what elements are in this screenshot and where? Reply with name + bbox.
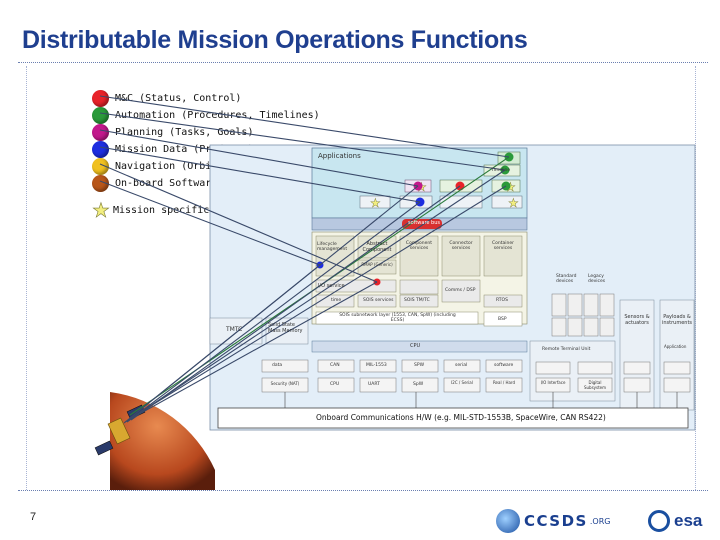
row1-cell: data <box>272 363 283 368</box>
row1-cell: SPW <box>414 363 425 368</box>
component-services-label: Component services <box>405 241 433 251</box>
row2-cell: Real / Hard <box>492 380 516 385</box>
row2-cell: CPU <box>330 382 340 387</box>
page-number: 7 <box>30 511 37 523</box>
yellow-circle-icon <box>92 157 109 175</box>
row2-cell: Digital Subsystem <box>583 380 607 390</box>
legend-item-mc: M&C (Status, Control) <box>92 89 242 107</box>
legend-label: M&C (Status, Control) <box>115 92 242 104</box>
tmtc-label: TMTC <box>226 326 243 333</box>
esa-ring-icon <box>648 510 670 532</box>
star-icon: ★ <box>92 198 111 222</box>
sois-services-label: SOIS services <box>363 298 394 303</box>
application-ctrl-label: Application <box>664 344 687 349</box>
esa-wordmark: esa <box>674 511 703 530</box>
sois-tmtc-label: SOIS TM/TC <box>404 298 430 303</box>
ccsds-globe-icon <box>496 509 520 533</box>
legend-item-automation: Automation (Procedures, Timelines) <box>92 106 320 124</box>
legend-label: Automation (Procedures, Timelines) <box>115 109 320 121</box>
legend-item-mission-data: Mission Data (Products) <box>92 140 254 158</box>
time-label: time <box>331 298 342 303</box>
slide-frame <box>26 66 696 490</box>
abstract-component-label: Abstract Component <box>362 241 392 253</box>
row2-cell: UART <box>368 382 380 387</box>
cpu-label: CPU <box>410 343 421 349</box>
legend-label: Navigation (Orbit, Attitude) <box>115 160 284 172</box>
esa-logo: esa <box>648 509 702 533</box>
row1-cell: MIL-1553 <box>366 363 387 368</box>
legend-item-onboard-software: On-board Software <box>92 174 218 192</box>
sensors-label: Sensors & actuators <box>624 314 650 326</box>
legend-label: Planning (Tasks, Goals) <box>115 126 254 138</box>
row2-cell: Security (NAT) <box>270 381 300 386</box>
ccsds-wordmark: CCSDS <box>524 512 588 530</box>
row2-cell: I2C / Serial <box>451 380 473 385</box>
applications-label: Applications <box>318 152 361 160</box>
ccsds-org-suffix: .ORG <box>589 516 611 526</box>
payloads-label: Payloads & instruments <box>661 314 693 326</box>
legend-item-navigation: Navigation (Orbit, Attitude) <box>92 157 284 175</box>
standard-devices-label: Standard devices <box>556 274 577 284</box>
row1-cell: CAN <box>330 363 340 368</box>
rmap-label: RMAP (Generic) <box>361 262 393 267</box>
brown-circle-icon <box>92 174 109 192</box>
container-services-label: Container services <box>492 241 514 251</box>
legend-item-mission-specific: ★ Mission specific services <box>92 198 264 222</box>
subnetwork-label: SOIS subnetwork layer (1553, CAN, SpW) (… <box>339 313 456 323</box>
row1-cell: serial <box>455 363 468 368</box>
row2-cell: SpW <box>413 382 424 387</box>
footer-divider <box>18 490 708 491</box>
software-bus-label: software bus <box>408 220 441 226</box>
bsp-label: BSP <box>498 317 507 322</box>
connector-services-label: Connector services <box>449 241 473 251</box>
row1-cell: software <box>494 363 514 368</box>
legend-label: On-board Software <box>115 177 218 189</box>
magenta-circle-icon <box>92 123 109 141</box>
title-divider <box>18 62 708 63</box>
comms-dsp-label: Comms / DSP <box>445 288 476 293</box>
io-services-label: I/O service <box>318 283 345 289</box>
red-circle-icon <box>92 89 109 107</box>
onboard-comms-label: Onboard Communications H/W (e.g. MIL-STD… <box>316 413 606 422</box>
ssmm-label: Solid State Mass Memory <box>268 322 303 334</box>
legend-label: Mission Data (Products) <box>115 143 254 155</box>
ccsds-logo: CCSDS .ORG <box>496 508 636 534</box>
lifecycle-label: Lifecycle management <box>317 242 348 252</box>
legend-item-planning: Planning (Tasks, Goals) <box>92 123 254 141</box>
legend-label: Mission specific services <box>112 204 264 216</box>
remote-terminal-label: Remote Terminal Unit <box>542 347 591 352</box>
page-title: Distributable Mission Operations Functio… <box>22 26 528 54</box>
row2-cell: I/O Interface <box>540 380 566 385</box>
blue-circle-icon <box>92 140 109 158</box>
timeline-label: Timeline <box>491 168 511 173</box>
green-circle-icon <box>92 106 109 124</box>
rtos-label: RTOS <box>496 298 508 303</box>
legacy-devices-label: Legacy devices <box>588 274 606 284</box>
